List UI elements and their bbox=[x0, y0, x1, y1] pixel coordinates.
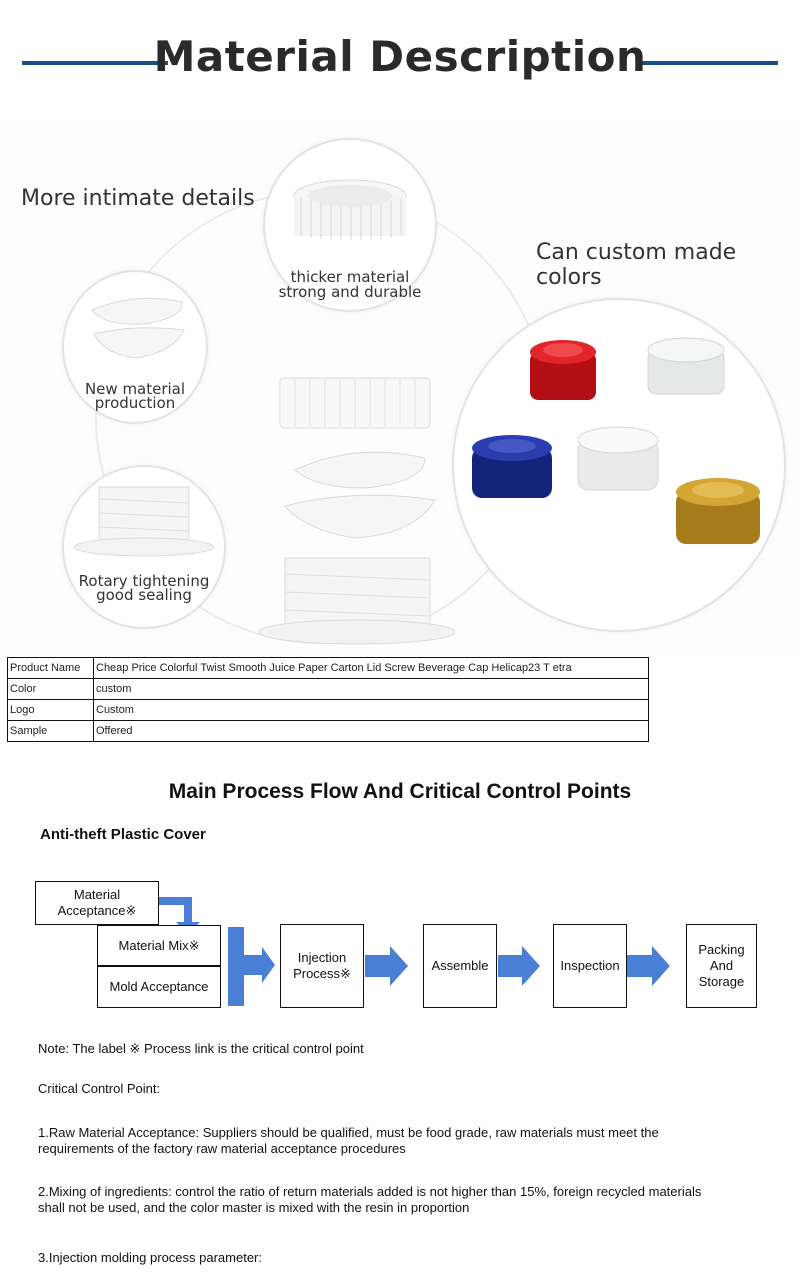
colored-caps-image bbox=[472, 337, 760, 544]
detail-circle-left: New material production bbox=[62, 270, 208, 424]
box-label: Storage bbox=[698, 974, 745, 989]
clear-cap bbox=[647, 337, 725, 395]
ccp-line: requirements of the factory raw material… bbox=[38, 1141, 406, 1156]
process-title: Main Process Flow And Critical Control P… bbox=[168, 780, 632, 803]
seal-image bbox=[91, 297, 185, 359]
box-label: Process※ bbox=[293, 966, 351, 981]
box-label: And bbox=[709, 958, 734, 973]
box-injection: Injection Process※ bbox=[280, 924, 364, 1008]
arrow-elbow bbox=[158, 897, 200, 934]
colors-heading: Can custom made colors bbox=[536, 240, 737, 290]
detail-circle-bottom-left: Rotary tightening good sealing bbox=[62, 465, 226, 629]
table-row: Logo Custom bbox=[7, 699, 649, 721]
box-label: Mold Acceptance bbox=[109, 979, 209, 994]
box-inspection: Inspection bbox=[553, 924, 627, 1008]
arrow-to-packing bbox=[626, 946, 670, 986]
box-label: Acceptance※ bbox=[57, 903, 137, 918]
header-rule-left bbox=[22, 61, 168, 65]
arrow-merge bbox=[228, 927, 275, 1006]
page-title: Material Description bbox=[153, 32, 647, 81]
box-packing: Packing And Storage bbox=[686, 924, 757, 1008]
box-label: Inspection bbox=[560, 958, 620, 973]
spec-value: Offered bbox=[93, 720, 649, 742]
red-cap bbox=[530, 340, 596, 400]
table-row: Sample Offered bbox=[7, 720, 649, 742]
header-rule-right bbox=[636, 61, 778, 65]
white-cap bbox=[577, 426, 659, 491]
ccp-line: 3.Injection molding process parameter: bbox=[38, 1250, 263, 1265]
detail-circle-top: thicker material strong and durable bbox=[263, 138, 437, 312]
product-photo: More intimate details Can custom made co… bbox=[0, 120, 800, 655]
cap-image bbox=[293, 179, 407, 240]
box-label: Injection bbox=[297, 950, 347, 965]
process-subtitle: Anti-theft Plastic Cover bbox=[40, 826, 206, 843]
exploded-parts-image bbox=[258, 377, 455, 645]
blue-cap bbox=[472, 435, 552, 498]
callout-top-line1: thicker material bbox=[290, 268, 410, 286]
box-label: Packing bbox=[698, 942, 745, 957]
ccp-point-3: 3.Injection molding process parameter: bbox=[38, 1250, 262, 1266]
details-heading: More intimate details bbox=[21, 186, 255, 211]
box-label: Material Mix※ bbox=[118, 937, 200, 953]
box-mold-acceptance: Mold Acceptance bbox=[97, 966, 221, 1008]
box-assemble: Assemble bbox=[423, 924, 497, 1008]
ccp-line: shall not be used, and the color master … bbox=[38, 1200, 470, 1215]
arrow-to-assemble bbox=[365, 946, 408, 986]
ccp-point-1: 1.Raw Material Acceptance: Suppliers sho… bbox=[38, 1125, 659, 1157]
callout-bottom-left-line2: good sealing bbox=[96, 586, 192, 604]
spec-table: Product Name Cheap Price Colorful Twist … bbox=[7, 657, 649, 742]
callout-top-line2: strong and durable bbox=[278, 283, 422, 301]
ccp-line: 2.Mixing of ingredients: control the rat… bbox=[38, 1184, 702, 1199]
box-label: Material bbox=[73, 887, 121, 902]
spout-image bbox=[73, 486, 215, 557]
note-text: Note: The label ※ Process link is the cr… bbox=[38, 1041, 364, 1056]
box-label: Assemble bbox=[431, 958, 489, 973]
box-material-mix: Material Mix※ bbox=[97, 925, 221, 966]
ccp-line: 1.Raw Material Acceptance: Suppliers sho… bbox=[38, 1125, 659, 1140]
callout-left-line2: production bbox=[94, 394, 176, 412]
colors-circle bbox=[452, 298, 786, 632]
ccp-point-2: 2.Mixing of ingredients: control the rat… bbox=[38, 1184, 701, 1216]
callout-left-line1: New material bbox=[84, 380, 186, 398]
gold-cap bbox=[676, 478, 760, 544]
ccp-heading: Critical Control Point: bbox=[38, 1081, 161, 1096]
callout-bottom-left-line1: Rotary tightening bbox=[78, 572, 210, 590]
arrow-to-inspection bbox=[498, 946, 540, 986]
box-material-acceptance: Material Acceptance※ bbox=[35, 881, 159, 925]
